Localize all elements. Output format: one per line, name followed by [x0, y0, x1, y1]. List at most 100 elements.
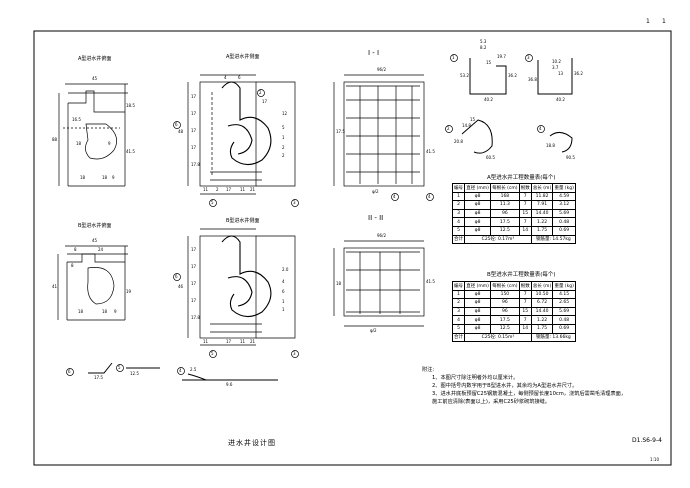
table-header-cell: 根数: [518, 281, 532, 291]
table-header-row: 编号 直径 (mm) 每根长 (cm) 根数 总长 (m) 重量 (kg): [451, 281, 576, 291]
table-cell: 合计: [451, 234, 466, 245]
section-view-a: [333, 74, 425, 187]
dim-label: 17: [191, 281, 197, 286]
dim-label: 3.7: [552, 65, 559, 70]
table-cell: 5: [451, 225, 466, 236]
dim-label: 18: [78, 309, 84, 314]
table-header-cell: 直径 (mm): [464, 281, 492, 291]
dim-label: 17: [191, 94, 197, 99]
dim-label: 2: [282, 153, 285, 158]
section-markers: [66, 54, 545, 376]
dim-label: 41.5: [126, 149, 135, 154]
section-a-title: I - I: [368, 49, 380, 57]
dim-label: 53.2: [460, 73, 469, 78]
dim-label: 5: [282, 125, 285, 130]
marker-label: 4: [393, 194, 396, 199]
dim-label: 9: [114, 309, 117, 314]
dim-label: 2: [216, 187, 219, 192]
table-cell: 7: [518, 315, 532, 325]
marker-label: 3: [527, 55, 530, 60]
dim-label: 15: [470, 117, 476, 122]
table-cell: 12.5: [490, 225, 520, 236]
table-cell: 11.82: [530, 191, 554, 202]
table-cell: C25砼: 0.17m³: [464, 234, 532, 245]
dim-label: 45: [92, 76, 98, 81]
table-cell: 15: [518, 208, 532, 219]
table-cell: 0.48: [552, 315, 576, 325]
marker-label: 4: [179, 368, 182, 373]
elevation-view-b: [187, 228, 296, 346]
drawing-frame: [33, 30, 672, 466]
table-cell: 17.5: [490, 315, 520, 325]
table-cell: 150: [490, 289, 520, 300]
dim-label: 96/2: [377, 233, 386, 238]
table-cell: 6.72: [530, 298, 554, 308]
table-header-cell: 根数: [518, 183, 532, 193]
table-cell: 5.69: [552, 208, 576, 219]
dim-label: 6: [282, 289, 285, 294]
dim-label: 1: [282, 135, 285, 140]
dim-label: 17: [191, 145, 197, 150]
table-cell: 1.22: [530, 217, 554, 227]
table-header-cell: 重量 (kg): [552, 281, 576, 291]
note-line: 3、进水井底板预留C25钢筋混凝土，每侧预留长度10cm，浇筑后需凿毛清理表面，: [432, 391, 627, 397]
plan-a-title: A型进水井俯面: [78, 56, 112, 62]
dim-label: 19: [126, 289, 132, 294]
table-cell: 15: [518, 306, 532, 317]
table-cell: 7: [518, 191, 532, 202]
table-cell: 7: [518, 200, 532, 210]
dim-label: 2.0: [282, 267, 289, 272]
marker-label: 2: [259, 90, 262, 95]
dim-label: 90.5: [566, 155, 575, 160]
section-b-title: II - II: [368, 214, 384, 222]
dim-label: 18.8: [546, 143, 555, 148]
table-a-title: A型进水井工程数量表(每个): [487, 175, 556, 181]
table-cell: 11.3: [490, 200, 520, 210]
table-cell: φ8: [464, 323, 492, 334]
drawing-number: D1.S6-9-4: [632, 437, 662, 444]
dim-label: 5.3: [480, 39, 487, 44]
table-cell: φ8: [464, 315, 492, 325]
dim-label: 8: [71, 263, 74, 268]
dim-label: 9: [112, 175, 115, 180]
table-cell: C25砼: 0.15m³: [464, 332, 532, 343]
table-cell: 7: [518, 289, 532, 300]
table-cell: φ8: [464, 298, 492, 308]
dim-label: 40.2: [556, 97, 565, 102]
dim-label: 24: [98, 247, 104, 252]
table-cell: 1: [451, 289, 466, 300]
table-cell: 5: [451, 323, 466, 334]
table-cell: 7: [518, 298, 532, 308]
dim-label: 45: [92, 238, 98, 243]
table-cell: φ8: [464, 217, 492, 227]
marker-label: 1: [452, 55, 455, 60]
marker-label: 6: [175, 274, 178, 279]
table-cell: 1.22: [530, 315, 554, 325]
dim-label: 4: [282, 279, 285, 284]
dim-label: 18: [76, 141, 82, 146]
dim-label: 6: [238, 75, 241, 80]
dim-label: 1: [282, 307, 285, 312]
dim-label: 4: [224, 75, 227, 80]
table-cell: φ8: [464, 225, 492, 236]
dim-label: 21: [250, 339, 256, 344]
marker-label: 4: [539, 126, 542, 131]
dim-label: 17: [191, 128, 197, 133]
table-cell: 96: [490, 208, 520, 219]
table-header-cell: 每根长 (cm): [490, 183, 520, 193]
dim-label: 9: [108, 141, 111, 146]
drawing-title: 进水井设计图: [228, 439, 276, 447]
table-cell: 14.40: [530, 306, 554, 317]
dim-label: 17.8: [191, 315, 200, 320]
table-header-cell: 编号: [451, 183, 466, 193]
marker-label: 6: [175, 122, 178, 127]
marker-label: 5: [211, 200, 214, 205]
dim-label: 15: [486, 60, 492, 65]
dim-label: 48: [178, 129, 184, 134]
dim-label: 18: [102, 175, 108, 180]
dim-label: 11: [240, 339, 246, 344]
table-cell: 1.75: [530, 323, 554, 334]
